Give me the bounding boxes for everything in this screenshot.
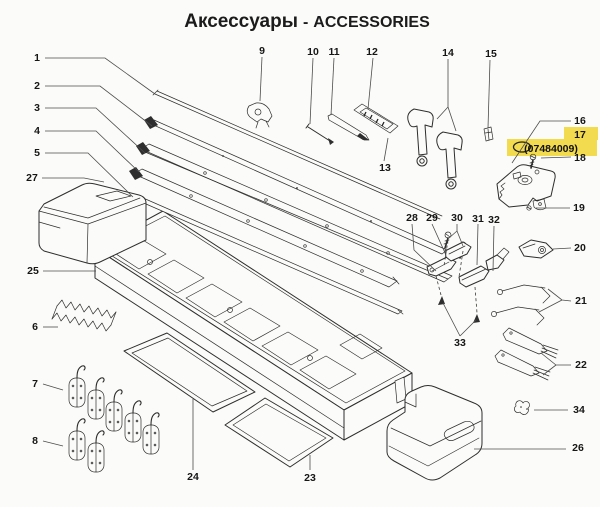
assembly-dashed-lines xyxy=(435,239,480,323)
callout-6: 6 xyxy=(32,321,38,333)
bobbin xyxy=(87,377,105,420)
part-10-pin xyxy=(305,123,334,145)
part-6-comb xyxy=(51,299,117,332)
part-21-wire-a xyxy=(497,284,551,304)
part-26-cover xyxy=(386,385,483,481)
callout-29: 29 xyxy=(426,212,438,224)
part-17-ring xyxy=(512,141,532,153)
highlight-group xyxy=(507,127,598,156)
callout-28: 28 xyxy=(406,212,418,224)
callout-16: 16 xyxy=(574,115,586,127)
callout-32: 32 xyxy=(488,214,500,226)
part-4-rail xyxy=(129,167,400,288)
part-11-tool xyxy=(327,113,370,141)
part-34-grommet xyxy=(514,400,530,415)
callout-30: 30 xyxy=(451,212,463,224)
bobbin xyxy=(105,389,123,432)
highlight-box-part-number xyxy=(507,139,597,156)
callout-25: 25 xyxy=(27,265,39,277)
part-23-plate xyxy=(224,397,334,468)
callout-14: 14 xyxy=(442,47,454,59)
highlight-box-17 xyxy=(564,127,598,140)
callout-15: 15 xyxy=(485,48,497,60)
callout-8: 8 xyxy=(32,435,38,447)
title-english: ACCESSORIES xyxy=(313,14,430,31)
part-7-bobbins xyxy=(68,365,160,455)
title-separator: - xyxy=(303,14,308,31)
callout-1: 1 xyxy=(34,52,40,64)
bobbin xyxy=(68,365,86,408)
part-22-brush-a xyxy=(502,327,559,359)
callout-23: 23 xyxy=(304,472,316,484)
callout-24: 24 xyxy=(187,471,199,483)
part-1-guide-rod xyxy=(152,89,443,220)
callout-17: 17 xyxy=(574,129,586,141)
callout-13: 13 xyxy=(379,162,391,174)
part-20-latch xyxy=(518,239,554,259)
bobbin xyxy=(124,400,142,443)
callout-5: 5 xyxy=(34,147,40,159)
bobbin xyxy=(142,412,160,455)
callout-26: 26 xyxy=(572,442,584,454)
leader-lines xyxy=(42,56,572,470)
callout-20: 20 xyxy=(574,242,586,254)
tray-compartments xyxy=(109,235,383,390)
callout-34: 34 xyxy=(573,404,585,416)
part-25-accessory-tray xyxy=(94,210,413,441)
part-21-wire-b xyxy=(491,306,545,326)
part-29-foot xyxy=(444,241,472,262)
part-15-clip xyxy=(483,126,494,142)
callout-22: 22 xyxy=(575,359,587,371)
callout-10: 10 xyxy=(307,46,319,58)
part-12-13-plate xyxy=(353,103,399,134)
bobbin xyxy=(87,430,105,473)
callout-21: 21 xyxy=(575,295,587,307)
part-16-plate xyxy=(496,164,556,211)
part-8-bobbins xyxy=(68,418,105,473)
part-24-lid xyxy=(123,332,256,413)
callout-33: 33 xyxy=(454,337,466,349)
part-19-screw xyxy=(526,205,532,211)
part-31-foot xyxy=(458,265,490,288)
callout-3: 3 xyxy=(34,102,40,114)
callout-2: 2 xyxy=(34,80,40,92)
part-27-cover xyxy=(38,182,147,265)
callout-18: 18 xyxy=(574,152,586,164)
callout-27: 27 xyxy=(26,172,38,184)
callout-31: 31 xyxy=(472,213,484,225)
title-russian: Аксессуары xyxy=(184,11,298,32)
part-14-hook-b xyxy=(436,131,463,190)
page-title: Аксессуары-ACCESSORIES xyxy=(184,11,430,32)
callout-labels: 1 2 3 4 5 6 7 8 9 10 11 12 13 14 15 16 1… xyxy=(26,45,587,484)
callout-11: 11 xyxy=(328,46,339,58)
part-22-brush-b xyxy=(494,349,551,381)
part-32-bracket xyxy=(485,247,510,271)
callout-7: 7 xyxy=(32,378,38,390)
part-3-rail xyxy=(136,142,453,283)
callout-9: 9 xyxy=(259,45,265,57)
part-18-screw xyxy=(529,153,537,169)
bobbin xyxy=(68,418,86,461)
callout-19: 19 xyxy=(573,202,585,214)
highlighted-part-number: (07484009) xyxy=(524,143,578,155)
callout-12: 12 xyxy=(366,46,378,58)
part-14-hook-a xyxy=(407,108,434,167)
part-9-clamp xyxy=(246,102,273,129)
callout-4: 4 xyxy=(34,125,40,137)
